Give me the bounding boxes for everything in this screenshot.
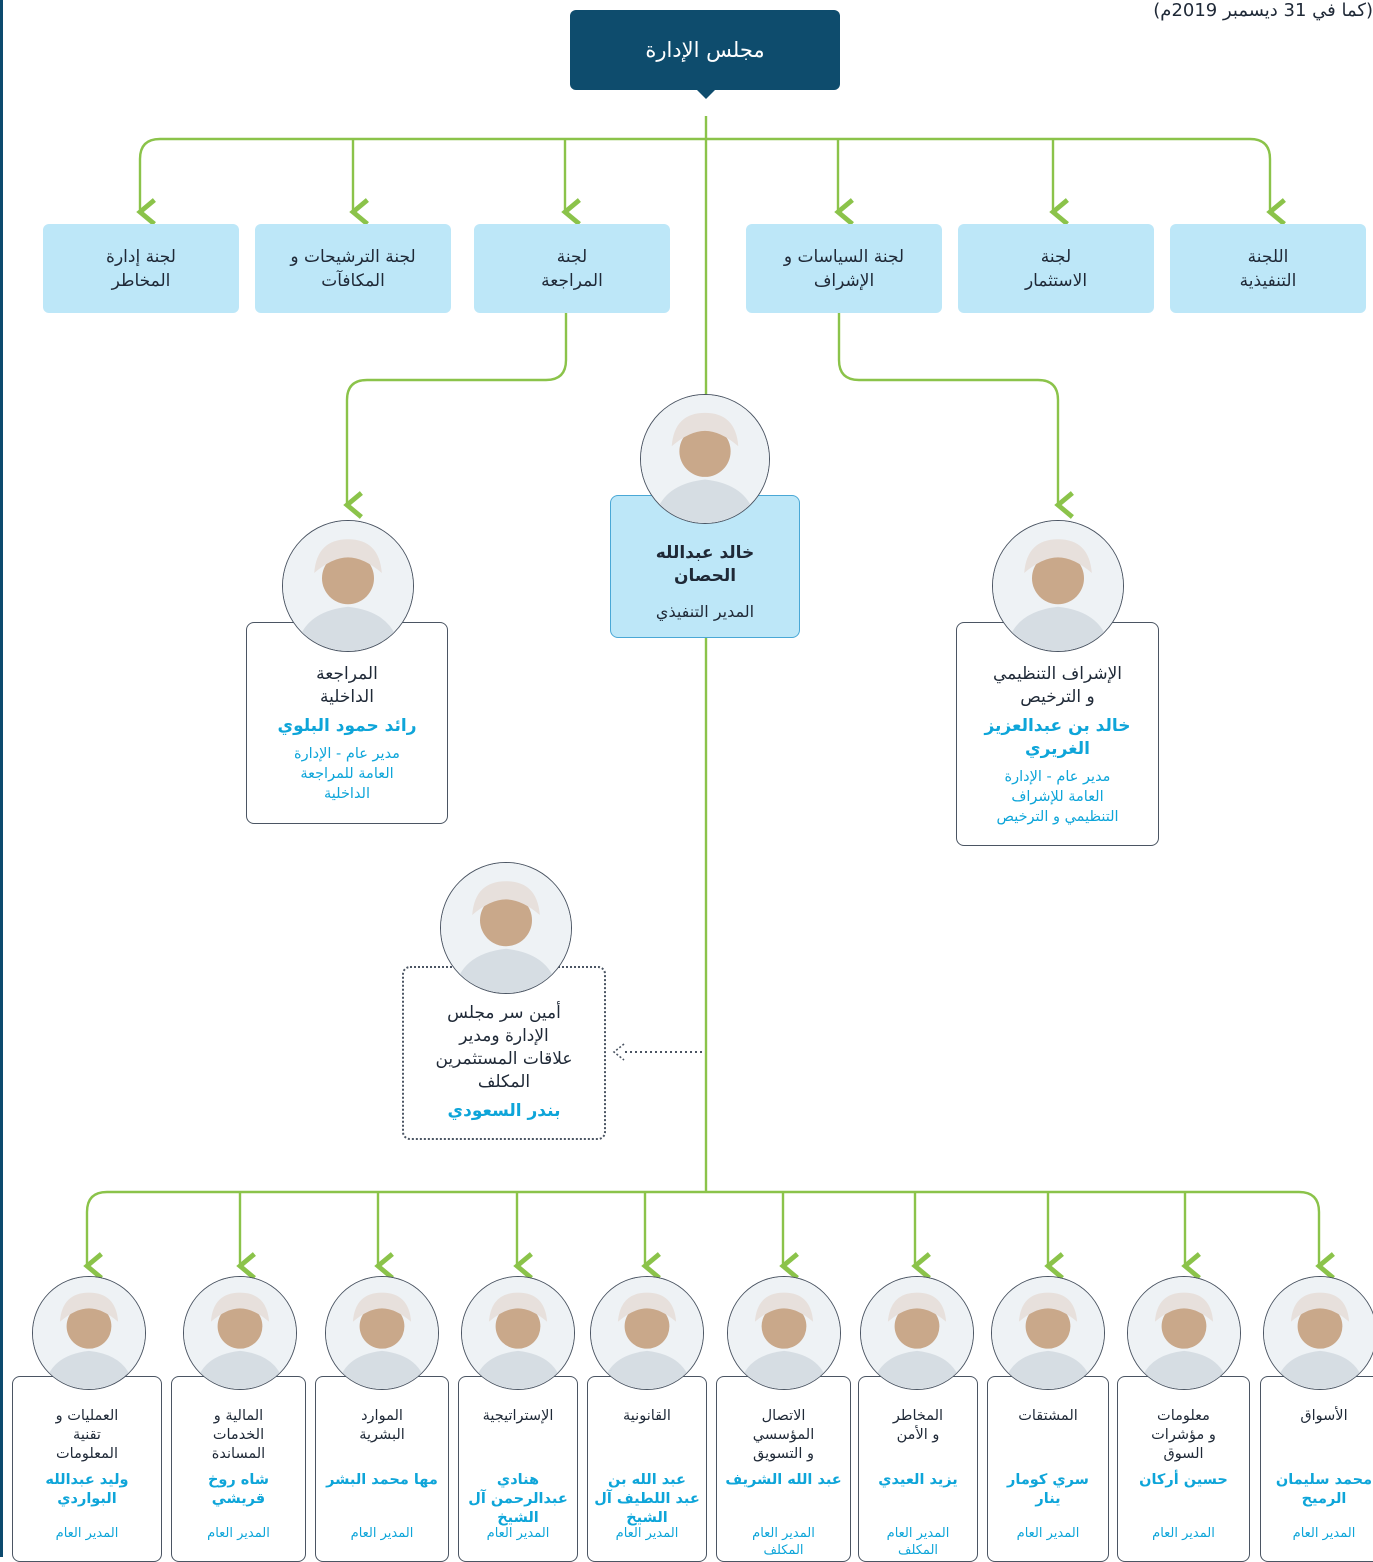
- secretary-photo: [440, 862, 572, 994]
- department-head-role: المدير العام المكلف: [752, 1526, 815, 1558]
- department-head-name: شاه روخ قريشي: [207, 1472, 270, 1507]
- department-card-risk-security: المخاطر و الأمن يزيد العيدي المدير العام…: [858, 1376, 978, 1562]
- committee-label: لجنة الترشيحات و المكافآت: [290, 246, 416, 291]
- regulatory-role: مدير عام - الإدارة العامة للإشراف التنظي…: [996, 769, 1119, 825]
- department-head-role: المدير العام: [486, 1526, 550, 1541]
- department-photo: [183, 1276, 297, 1390]
- department-head-name: سري كومار ينار: [1007, 1472, 1089, 1507]
- department-card-human-resources: الموارد البشرية مها محمد البشر المدير ال…: [315, 1376, 449, 1562]
- department-title: الاتصال المؤسسي و التسويق: [752, 1408, 815, 1462]
- internal-audit-photo: [282, 520, 414, 652]
- department-card-markets: الأسواق محمد سليمان الرميح المدير العام: [1260, 1376, 1373, 1562]
- department-card-derivatives: المشتقات سري كومار ينار المدير العام: [987, 1376, 1109, 1562]
- executive-role: المدير التنفيذي: [655, 602, 755, 621]
- regulatory-photo: [992, 520, 1124, 652]
- department-head-name: هنادي عبدالرحمن آل الشيخ: [468, 1472, 568, 1526]
- department-photo: [991, 1276, 1105, 1390]
- department-card-operations-it: العمليات و تقنية المعلومات وليد عبدالله …: [12, 1376, 162, 1562]
- department-head-name: مها محمد البشر: [326, 1472, 438, 1488]
- regulatory-oversight-card: الإشراف التنظيمي و الترخيص خالد بن عبدال…: [956, 622, 1159, 846]
- committee-nominations-remuneration: لجنة الترشيحات و المكافآت: [255, 224, 451, 313]
- committee-label: لجنة المراجعة: [541, 246, 603, 291]
- board-label: مجلس الإدارة: [645, 38, 765, 62]
- department-photo: [727, 1276, 841, 1390]
- internal-audit-name: رائد حمود البلوي: [277, 716, 417, 736]
- department-title: الموارد البشرية: [359, 1408, 405, 1443]
- department-photo: [325, 1276, 439, 1390]
- date-note: (كما في 31 ديسمبر 2019م): [1153, 0, 1373, 21]
- department-head-name: عبد الله بن عبد اللطيف آل الشيخ: [594, 1472, 700, 1526]
- department-head-role: المدير العام المكلف: [886, 1526, 950, 1558]
- department-title: المالية و الخدمات المساندة: [211, 1408, 266, 1462]
- internal-audit-title: المراجعة الداخلية: [316, 664, 378, 707]
- department-head-name: يزيد العيدي: [878, 1472, 958, 1488]
- department-photo: [32, 1276, 146, 1390]
- secretary-name: بندر السعودي: [447, 1101, 561, 1121]
- committee-label: لجنة الاستثمار: [1024, 246, 1088, 291]
- executive-name: خالد عبدالله الحصان: [655, 543, 755, 586]
- department-photo: [1127, 1276, 1241, 1390]
- department-title: القانونية: [623, 1408, 671, 1424]
- department-card-strategy: الإستراتيجية هنادي عبدالرحمن آل الشيخ ال…: [458, 1376, 578, 1562]
- committee-risk-management: لجنة إدارة المخاطر: [43, 224, 239, 313]
- committee-label: اللجنة التنفيذية: [1239, 246, 1297, 291]
- department-head-name: حسين أركان: [1139, 1472, 1228, 1488]
- department-card-market-data: معلومات و مؤشرات السوق حسين أركان المدير…: [1117, 1376, 1250, 1562]
- committee-investment: لجنة الاستثمار: [958, 224, 1154, 313]
- committee-policies-oversight: لجنة السياسات و الإشراف: [746, 224, 942, 313]
- department-head-role: المدير العام: [1016, 1526, 1080, 1541]
- department-title: العمليات و تقنية المعلومات: [55, 1408, 119, 1462]
- department-title: المشتقات: [1018, 1408, 1078, 1424]
- department-photo: [461, 1276, 575, 1390]
- department-title: المخاطر و الأمن: [892, 1408, 944, 1443]
- committee-label: لجنة السياسات و الإشراف: [783, 246, 905, 291]
- department-title: معلومات و مؤشرات السوق: [1151, 1408, 1216, 1462]
- department-head-name: عبد الله الشريف: [725, 1472, 842, 1488]
- department-photo: [1263, 1276, 1373, 1390]
- department-head-name: وليد عبدالله البواردي: [45, 1472, 129, 1507]
- board-secretary-card: أمين سر مجلس الإدارة ومدير علاقات المستث…: [402, 966, 606, 1140]
- department-head-name: محمد سليمان الرميح: [1275, 1472, 1373, 1507]
- internal-audit-role: مدير عام - الإدارة العامة للمراجعة الداخ…: [294, 746, 400, 802]
- department-card-legal: القانونية عبد الله بن عبد اللطيف آل الشي…: [587, 1376, 707, 1562]
- department-head-role: المدير العام: [1292, 1526, 1356, 1541]
- department-head-role: المدير العام: [350, 1526, 414, 1541]
- committee-label: لجنة إدارة المخاطر: [106, 246, 176, 291]
- left-edge-bar: [0, 0, 3, 1557]
- department-head-role: المدير العام: [615, 1526, 679, 1541]
- department-card-communications: الاتصال المؤسسي و التسويق عبد الله الشري…: [716, 1376, 851, 1562]
- department-card-finance: المالية و الخدمات المساندة شاه روخ قريشي…: [171, 1376, 306, 1562]
- board-of-directors-box: مجلس الإدارة: [570, 10, 840, 90]
- executive-photo: [640, 394, 770, 524]
- regulatory-name: خالد بن عبدالعزيز الغريري: [984, 716, 1131, 759]
- department-head-role: المدير العام: [1152, 1526, 1215, 1541]
- department-head-role: المدير العام: [207, 1526, 270, 1541]
- internal-audit-card: المراجعة الداخلية رائد حمود البلوي مدير …: [246, 622, 448, 824]
- department-photo: [860, 1276, 974, 1390]
- department-title: الإستراتيجية: [482, 1408, 554, 1424]
- regulatory-title: الإشراف التنظيمي و الترخيص: [992, 664, 1123, 707]
- department-head-role: المدير العام: [55, 1526, 119, 1541]
- board-pointer: [696, 89, 716, 99]
- department-title: الأسواق: [1300, 1408, 1348, 1424]
- committee-executive: اللجنة التنفيذية: [1170, 224, 1366, 313]
- committee-audit: لجنة المراجعة: [474, 224, 670, 313]
- department-photo: [590, 1276, 704, 1390]
- secretary-title: أمين سر مجلس الإدارة ومدير علاقات المستث…: [435, 1003, 573, 1092]
